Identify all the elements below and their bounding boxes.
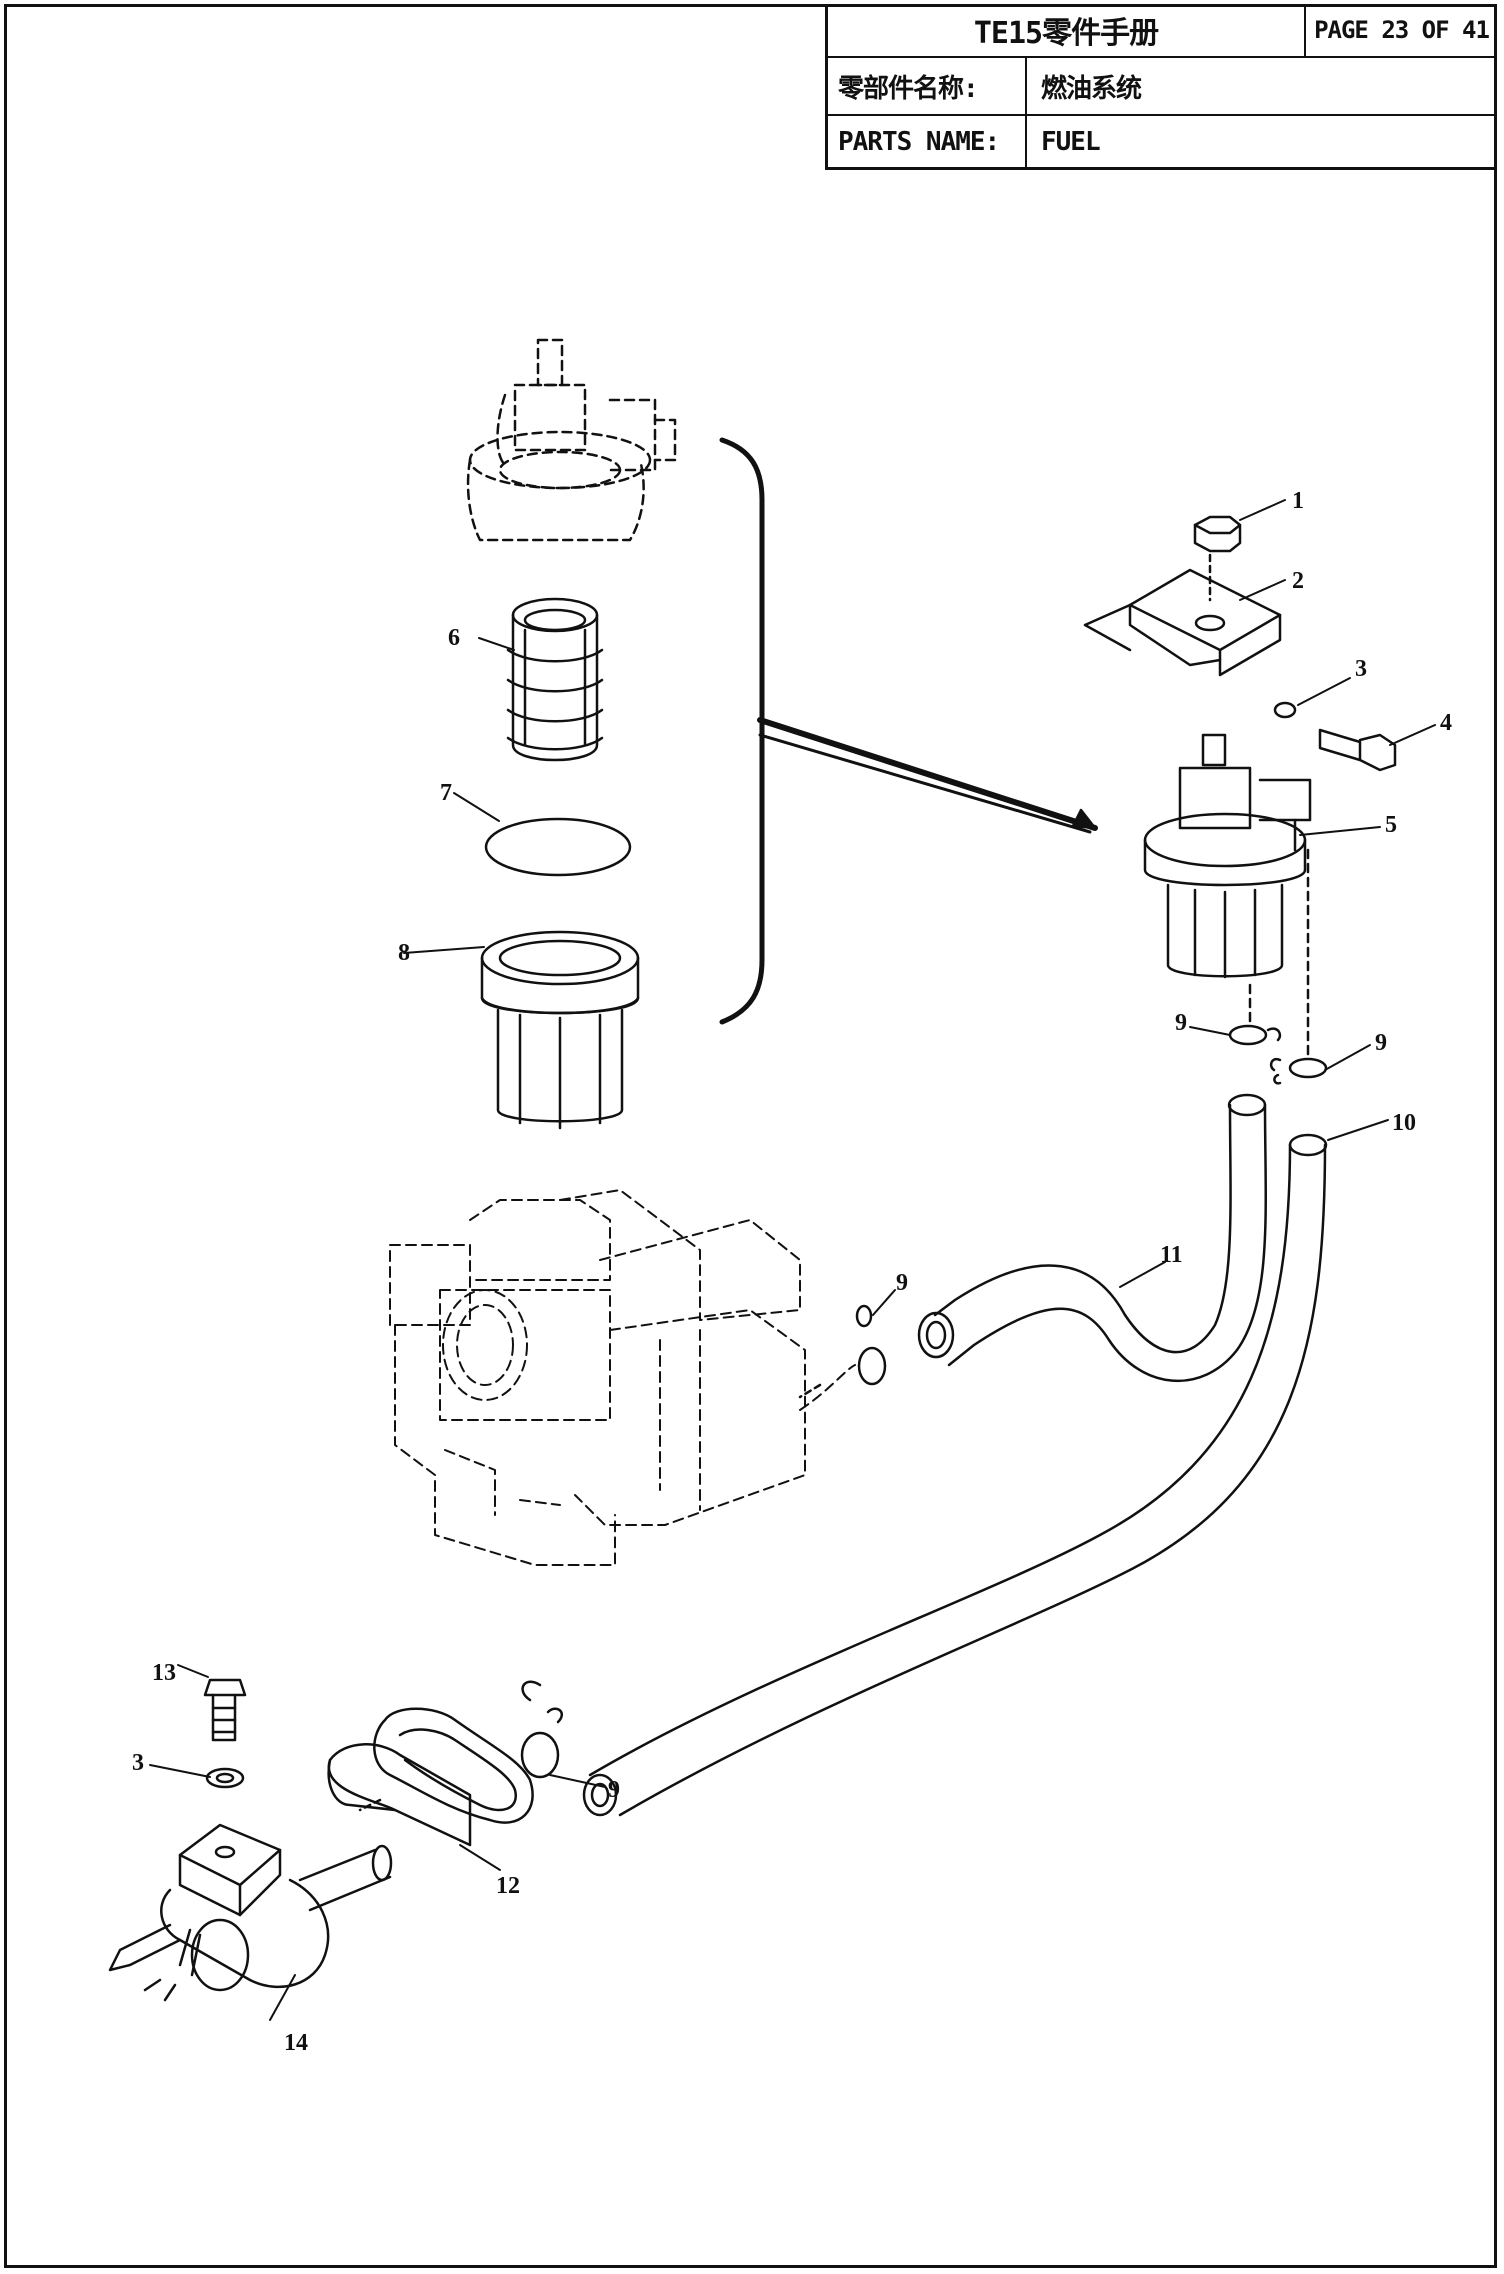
fuel-hose-10 (582, 1133, 1328, 1817)
page-number: PAGE 23 OF 41 (1304, 4, 1497, 56)
mount-bracket-2 (1083, 568, 1282, 677)
nut-1 (1193, 515, 1242, 553)
callout-9-a: 9 (1175, 1010, 1187, 1036)
callout-8: 8 (398, 940, 410, 966)
callout-3-b: 3 (132, 1750, 144, 1776)
filter-head-dashed (466, 338, 677, 542)
callout-11: 11 (1160, 1242, 1183, 1268)
engine-outline-dashed (389, 1189, 856, 1566)
gasket-12 (327, 1707, 534, 1847)
title-block: TE15零件手册 PAGE 23 OF 41 零部件名称: 燃油系统 PARTS… (825, 4, 1497, 170)
callout-5: 5 (1385, 812, 1397, 838)
filter-element-6 (506, 597, 604, 762)
fuel-filter-5 (1143, 733, 1312, 979)
callout-13: 13 (152, 1660, 176, 1686)
part-name-cn-row: 零部件名称: 燃油系统 (828, 58, 1497, 116)
callout-9-d: 9 (608, 1777, 620, 1803)
callout-4: 4 (1440, 710, 1452, 736)
o-ring-7 (484, 817, 632, 877)
part-name-label-en: PARTS NAME: (838, 126, 1000, 157)
title-row: TE15零件手册 PAGE 23 OF 41 (828, 4, 1497, 58)
callout-6: 6 (448, 625, 460, 651)
fuel-cock-14 (108, 1823, 393, 2002)
callout-7: 7 (440, 780, 452, 806)
part-name-value-cn: 燃油系统 (1025, 58, 1495, 114)
hose-clip-9-left (1228, 1024, 1282, 1046)
washer-3-bottom (205, 1767, 245, 1789)
part-name-label-cn: 零部件名称: (838, 73, 979, 104)
manual-title: TE15零件手册 (973, 16, 1159, 51)
assembly-arrow (757, 717, 1098, 831)
callout-3: 3 (1355, 656, 1367, 682)
callout-12: 12 (496, 1873, 520, 1899)
hose-clip-9-engine (855, 1304, 887, 1386)
bolt-13 (203, 1678, 247, 1742)
drawing-frame (4, 4, 1497, 2268)
callout-10: 10 (1392, 1110, 1416, 1136)
fuel-hose-11 (917, 1093, 1268, 1382)
callout-9-c: 9 (896, 1270, 908, 1296)
callout-14: 14 (284, 2030, 308, 2056)
hose-clip-9-lower (520, 1680, 564, 1779)
leader-lines (149, 499, 1436, 2021)
part-name-value-en: FUEL (1025, 116, 1495, 167)
part-name-en-row: PARTS NAME: FUEL (828, 116, 1497, 167)
callout-1: 1 (1292, 488, 1304, 514)
hose-clip-9-right (1269, 1057, 1328, 1085)
bolt-4 (1318, 728, 1397, 772)
callout-9-b: 9 (1375, 1030, 1387, 1056)
assembly-bracket (719, 437, 765, 1025)
washer-3-top (1273, 701, 1297, 719)
callout-2: 2 (1292, 568, 1304, 594)
filter-bowl-8 (480, 930, 640, 1130)
